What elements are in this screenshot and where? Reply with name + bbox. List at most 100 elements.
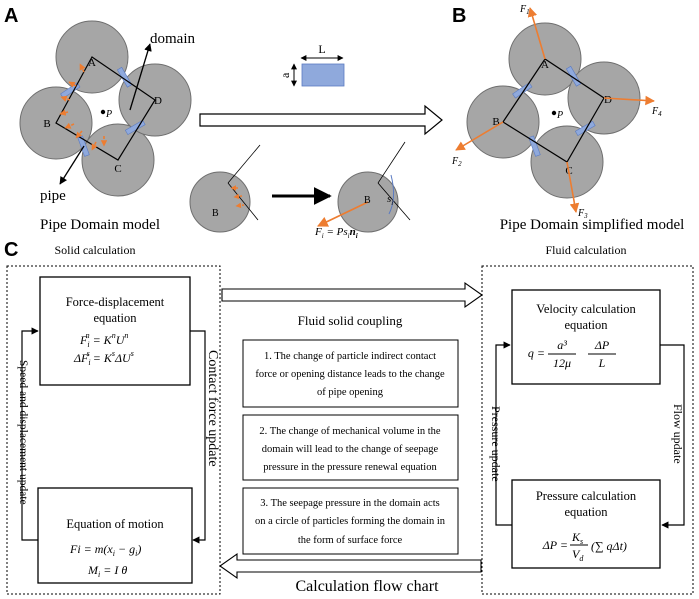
motion-box-title: Equation of motion (66, 517, 164, 531)
motion-box-eq2: Mi = I θ (87, 563, 127, 579)
flow-update-loop (660, 344, 685, 529)
force-box-eq1: Fin = KnUn (79, 331, 128, 349)
pressure-box-title-1: Pressure calculation (536, 489, 637, 503)
pipe-callout-line (59, 145, 85, 185)
particle-a-label: A (88, 57, 96, 69)
velocity-lhs: q = (528, 346, 545, 360)
particle-c-label: C (114, 163, 121, 175)
force-label-2: F2 (451, 156, 462, 168)
particle-b-b-label: B (492, 116, 499, 128)
note-2-box (242, 414, 459, 481)
pressure-label: P (105, 109, 112, 120)
contact-force-loop (190, 330, 206, 544)
note-2-line-1: 2. The change of mechanical volume in th… (259, 426, 440, 437)
fluid-container (481, 265, 694, 595)
panel-a-letter: A (4, 5, 18, 27)
coupling-arrow-right (221, 281, 483, 309)
note-3-box (242, 487, 459, 555)
velocity-box-title-2: equation (564, 318, 608, 332)
pressure-label-b: P (556, 110, 563, 121)
force-box-eq2: ΔFis = KsΔUs (73, 349, 134, 367)
detail-particle-label-2: B (364, 195, 371, 206)
force-arrow-3 (566, 161, 580, 213)
solid-container (6, 265, 221, 595)
force-box-title-2: equation (93, 311, 137, 325)
pressure-num: Ks (571, 530, 583, 546)
fluid-title: Fluid calculation (546, 243, 627, 257)
particle-b-label: B (43, 118, 50, 130)
flow-update-label: Flow update (671, 404, 685, 464)
pressure-box (511, 479, 661, 569)
note-3-line-2: on a circle of particles forming the dom… (255, 516, 446, 527)
force-arrow-4 (603, 95, 655, 106)
detail-particle-left: B (189, 144, 261, 233)
force-arrow-2 (455, 121, 504, 151)
particle-b-a-label: A (541, 59, 549, 71)
velocity-num1: a³ (557, 338, 567, 352)
domain-force-arrows (59, 63, 108, 151)
note-1-box (242, 339, 459, 408)
note-2-line-3: pressure in the pressure renewal equatio… (263, 462, 437, 473)
note-3-line-1: 3. The seepage pressure in the domain ac… (260, 498, 439, 509)
domain-label: domain (150, 31, 195, 47)
motion-box (37, 487, 193, 584)
velocity-box-title-1: Velocity calculation (536, 302, 636, 316)
force-displacement-box (39, 276, 191, 386)
force-label-3: F3 (577, 208, 588, 220)
arc-length-label: si (387, 193, 393, 207)
panel-b-letter: B (452, 5, 466, 27)
force-arrow-1 (527, 7, 546, 60)
domain-callout-line (129, 43, 152, 111)
domain-polygon (55, 56, 156, 161)
pressure-update-label: Pressure update (489, 406, 503, 482)
flowchart-label: Calculation flow chart (295, 578, 439, 595)
speed-loop (21, 327, 39, 541)
pipe-rectangle (301, 63, 345, 87)
flowchart-arrow-left (219, 552, 482, 580)
pressure-dot (100, 109, 106, 115)
pipe-aperture-label: a (278, 72, 292, 78)
note-1-line-3: of pipe opening (317, 387, 384, 398)
detail-particle-label: B (212, 208, 219, 219)
pressure-dot-b (551, 110, 557, 116)
panel-a-assembly: A B C D P domain pipe Pipe Domain model (19, 20, 195, 233)
force-formula: Fi = Psini (314, 226, 358, 240)
note-1-line-2: force or opening distance leads to the c… (255, 369, 445, 380)
pipe-b-ad (565, 65, 582, 87)
pipe-label: pipe (40, 188, 66, 204)
coupling-label: Fluid solid coupling (298, 313, 403, 328)
force-label-1: F1 (519, 4, 530, 16)
pressure-den: Vd (572, 547, 584, 563)
velocity-num2: ΔP (594, 338, 610, 352)
solid-title: Solid calculation (55, 243, 136, 257)
pressure-lhs: ΔP = (542, 538, 568, 552)
pipe-b-cd (574, 120, 596, 137)
pipe-b-bc (528, 135, 541, 157)
panel-b-caption: Pipe Domain simplified model (500, 217, 685, 233)
panel-a-caption: Pipe Domain model (40, 217, 160, 233)
pressure-update-loop (495, 341, 512, 526)
detail-particle-right: B si (317, 141, 411, 233)
motion-box-eq1: Fi = m(xi − gi) (69, 542, 141, 558)
transition-arrow (199, 104, 443, 136)
panel-c-letter: C (4, 239, 18, 261)
force-label-4: F4 (651, 106, 662, 118)
note-3-line-3: the form of surface force (298, 535, 403, 546)
contact-force-update-label: Contact force update (205, 350, 220, 467)
velocity-den2: L (598, 356, 606, 370)
velocity-box (511, 289, 661, 385)
note-2-line-2: domain will lead to the change of seepag… (262, 444, 439, 455)
particle-d-label: D (154, 95, 162, 107)
resultant-force-arrow (317, 201, 369, 227)
pressure-box-title-2: equation (564, 505, 608, 519)
pipe-length-label: L (318, 42, 325, 56)
pressure-sum: (∑ qΔt) (591, 539, 627, 553)
speed-update-label: Speed and displacement update (17, 360, 29, 505)
pipe-dimension-icon: L a (278, 42, 345, 87)
note-1-line-1: 1. The change of particle indirect conta… (264, 351, 436, 362)
velocity-den1: 12μ (553, 356, 571, 370)
particle-b-d-label: D (604, 94, 612, 106)
panel-b-assembly: A B C D P F1 F2 F3 F4 Pipe Domain simpli… (451, 4, 684, 233)
force-box-title-1: Force-displacement (66, 295, 165, 309)
